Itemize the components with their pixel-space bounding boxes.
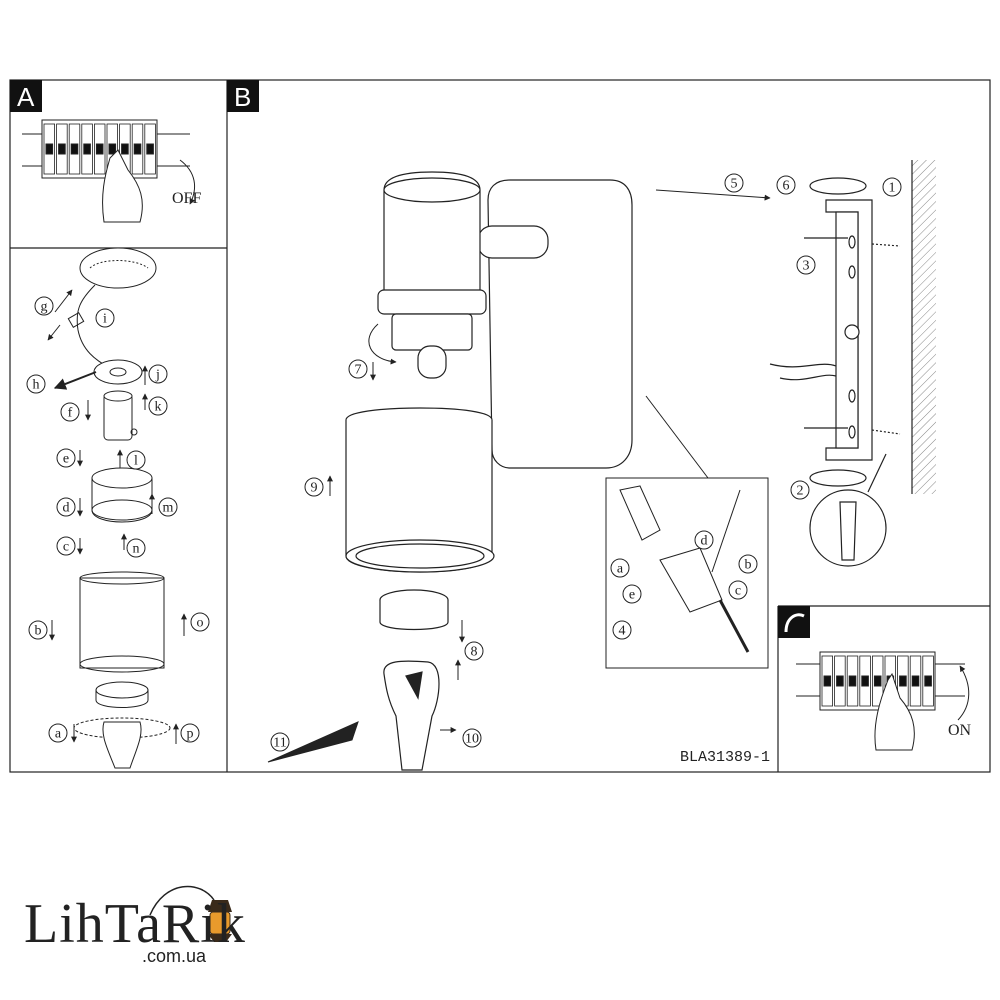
part-label-l: l (126, 450, 146, 470)
svg-text:3: 3 (803, 259, 810, 274)
part-label-b: b (28, 620, 48, 640)
svg-text:a: a (617, 562, 624, 577)
section-badge-c (778, 606, 810, 638)
svg-text:9: 9 (311, 481, 318, 496)
inset-label-e: e (622, 584, 642, 604)
svg-text:m: m (163, 501, 174, 516)
inset-label-a: a (610, 558, 630, 578)
svg-text:6: 6 (783, 179, 790, 194)
svg-text:d: d (701, 534, 708, 549)
svg-text:o: o (197, 616, 204, 631)
svg-text:10: 10 (465, 732, 479, 747)
step-2: 2 (790, 480, 810, 500)
part-label-a: a (48, 723, 68, 743)
svg-text:11: 11 (273, 736, 286, 751)
power-on-icon (784, 613, 805, 633)
part-label-m: m (158, 497, 178, 517)
step-7: 7 (348, 359, 368, 379)
svg-text:j: j (155, 368, 160, 383)
inset-label-c: c (728, 580, 748, 600)
brand-lantern-icon (149, 885, 232, 942)
section-badge-a: A (10, 80, 42, 112)
on-label: ON (948, 722, 972, 739)
part-label-f: f (60, 402, 80, 422)
step-numbers: 1 2 3 4 5 6 7 8 9 10 11 (270, 173, 902, 752)
svg-text:a: a (55, 727, 62, 742)
part-label-h: h (26, 374, 46, 394)
section-a-label: A (17, 82, 35, 112)
svg-text:e: e (63, 452, 69, 467)
breaker-panel-off (22, 119, 196, 223)
step-6: 6 (776, 175, 796, 195)
brand-name: LihTaRik (24, 893, 246, 955)
lamp-arrows (267, 189, 771, 763)
part-label-j: j (148, 364, 168, 384)
step-5: 5 (724, 173, 744, 193)
lamp-assembly (345, 171, 633, 771)
part-label-p: p (180, 723, 200, 743)
svg-text:1: 1 (889, 181, 896, 196)
svg-text:g: g (41, 300, 48, 315)
off-label: OFF (172, 190, 201, 207)
exploded-parts-left (67, 247, 171, 769)
part-label-d: d (56, 497, 76, 517)
left-arrows (47, 289, 187, 744)
brand-logo: LihTaRik .com.ua (18, 888, 278, 978)
step-3: 3 (796, 255, 816, 275)
step-11: 11 (270, 732, 290, 752)
svg-text:k: k (155, 400, 162, 415)
svg-text:n: n (133, 542, 140, 557)
section-badge-b: B (227, 80, 259, 112)
svg-text:c: c (735, 584, 741, 599)
breaker-panel-on (796, 651, 970, 751)
part-label-e: e (56, 448, 76, 468)
step-10: 10 (462, 728, 482, 748)
part-label-n: n (126, 538, 146, 558)
svg-text:7: 7 (355, 363, 362, 378)
svg-text:h: h (33, 378, 40, 393)
part-label-g: g (34, 296, 54, 316)
svg-text:2: 2 (797, 484, 804, 499)
step-8: 8 (464, 641, 484, 661)
model-code: BLA31389-1 (680, 749, 770, 766)
svg-text:l: l (134, 454, 138, 469)
brand-domain: .com.ua (142, 946, 207, 966)
svg-text:b: b (35, 624, 42, 639)
svg-text:4: 4 (619, 624, 626, 639)
step-1: 1 (882, 177, 902, 197)
part-label-c: c (56, 536, 76, 556)
inset-label-d: d (694, 530, 714, 550)
svg-text:i: i (103, 312, 107, 327)
inset-label-b: b (738, 554, 758, 574)
svg-text:d: d (63, 501, 70, 516)
section-b-label: B (234, 82, 251, 112)
step-9: 9 (304, 477, 324, 497)
svg-text:c: c (63, 540, 69, 555)
part-label-i: i (95, 308, 115, 328)
svg-text:5: 5 (731, 177, 738, 192)
step-4: 4 (612, 620, 632, 640)
wall-bracket (769, 160, 936, 567)
svg-text:f: f (68, 406, 73, 421)
part-label-o: o (190, 612, 210, 632)
left-part-labels: g i h j f k e l d m c n b o a p (26, 296, 210, 743)
wiring-inset (605, 395, 769, 669)
svg-text:e: e (629, 588, 635, 603)
part-label-k: k (148, 396, 168, 416)
inset-letters: a bc d e (610, 530, 758, 604)
svg-text:p: p (187, 727, 194, 742)
svg-text:8: 8 (471, 645, 478, 660)
svg-text:b: b (745, 558, 752, 573)
